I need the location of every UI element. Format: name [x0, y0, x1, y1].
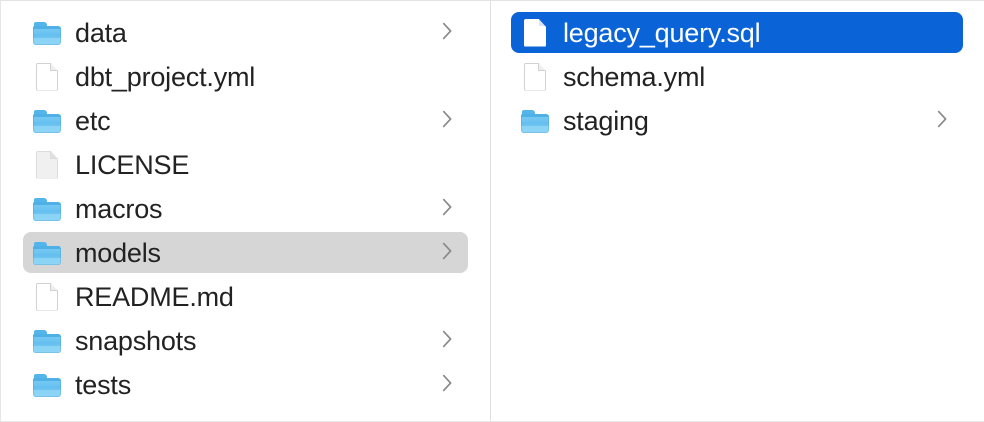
finder-item-staging[interactable]: staging: [511, 100, 963, 141]
folder-icon: [31, 105, 63, 137]
finder-item-label: dbt_project.yml: [75, 61, 256, 92]
folder-icon: [519, 105, 551, 137]
folder-icon: [31, 17, 63, 49]
finder-item-tests[interactable]: tests: [23, 364, 468, 405]
chevron-right-icon[interactable]: [937, 110, 953, 132]
chevron-right-icon[interactable]: [442, 22, 458, 44]
finder-item-data[interactable]: data: [23, 12, 468, 53]
chevron-right-icon[interactable]: [442, 242, 458, 264]
folder-icon: [33, 197, 61, 221]
folder-icon: [33, 21, 61, 45]
finder-item-etc[interactable]: etc: [23, 100, 468, 141]
finder-item-label: etc: [75, 105, 111, 136]
finder-item-label: snapshots: [75, 325, 197, 356]
folder-icon: [33, 109, 61, 133]
folder-icon: [33, 241, 61, 265]
finder-item-label: README.md: [75, 281, 234, 312]
document-icon: [31, 149, 63, 181]
folder-icon: [31, 237, 63, 269]
document-icon: [36, 150, 58, 179]
document-icon: [524, 18, 546, 47]
finder-item-label: macros: [75, 193, 163, 224]
finder-item-label: models: [75, 237, 161, 268]
finder-item-snapshots[interactable]: snapshots: [23, 320, 468, 361]
finder-item-label: staging: [563, 105, 649, 136]
document-icon: [519, 61, 551, 93]
chevron-right-icon[interactable]: [442, 374, 458, 396]
document-icon: [31, 61, 63, 93]
chevron-right-icon[interactable]: [442, 198, 458, 220]
finder-item-label: legacy_query.sql: [563, 17, 761, 48]
folder-icon: [521, 109, 549, 133]
document-icon: [36, 62, 58, 91]
finder-item-dbt-project-yml[interactable]: dbt_project.yml: [23, 56, 468, 97]
finder-item-label: schema.yml: [563, 61, 706, 92]
document-icon: [519, 17, 551, 49]
finder-item-macros[interactable]: macros: [23, 188, 468, 229]
finder-item-label: LICENSE: [75, 149, 190, 180]
finder-item-license[interactable]: LICENSE: [23, 144, 468, 185]
document-icon: [36, 282, 58, 311]
chevron-right-icon[interactable]: [442, 110, 458, 132]
finder-item-schema-yml[interactable]: schema.yml: [511, 56, 963, 97]
folder-icon: [31, 193, 63, 225]
folder-icon: [33, 329, 61, 353]
finder-item-readme-md[interactable]: README.md: [23, 276, 468, 317]
document-icon: [31, 281, 63, 313]
finder-item-models[interactable]: models: [23, 232, 468, 273]
folder-icon: [33, 373, 61, 397]
finder-item-label: tests: [75, 369, 132, 400]
document-icon: [524, 62, 546, 91]
finder-item-label: data: [75, 17, 127, 48]
finder-column-child[interactable]: legacy_query.sql schema.yml staging: [491, 1, 984, 421]
chevron-right-icon[interactable]: [442, 330, 458, 352]
folder-icon: [31, 325, 63, 357]
folder-icon: [31, 369, 63, 401]
finder-item-legacy-query-sql[interactable]: legacy_query.sql: [511, 12, 963, 53]
